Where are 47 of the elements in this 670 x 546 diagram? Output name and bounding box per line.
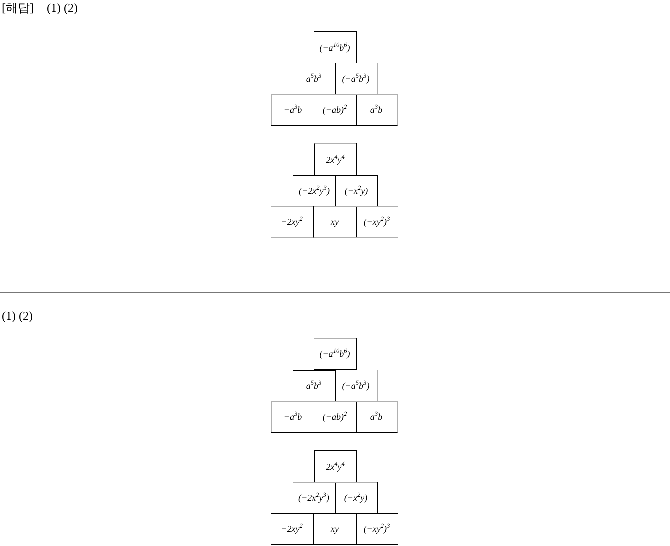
expression-text: −a$^{3}$b [284,412,302,422]
pyramid-cell [314,143,357,175]
expression-text: a$^{3}$b [370,412,383,422]
expression-text: (−2x$^{2}$y$^{3}$) [299,186,330,196]
pyramid-cell [293,482,336,513]
expression-text: 2x$^{4}$y$^{4}$ [326,462,345,472]
expression-text: 2x$^{4}$y$^{4}$ [326,154,345,164]
expression-text: (−ab)$^{2}$ [322,412,348,422]
expression-text: (−ab)$^{2}$ [322,105,348,115]
expression-text: −2xy$^{2}$ [281,217,303,227]
expression-text: (−xy$^{2}$)$^{3}$ [364,524,390,534]
pyramid-cell [314,206,357,238]
pyramid-cell [271,206,314,238]
expression-text: xy [331,524,339,534]
expression-text: (−a$^{5}$b$^{3}$) [342,74,370,84]
expression-text: (−xy$^{2}$)$^{3}$ [364,217,390,227]
pyramid-cell [335,175,378,206]
expression-text: (−x$^{2}$y) [344,493,368,503]
pyramid-cell [314,338,357,370]
expression-text: (−2x$^{2}$y$^{3}$) [298,493,330,503]
pyramid-cell [356,206,398,238]
expression-text: (−a$^{10}$b$^{6}$) [320,349,350,359]
expression-text: a$^{5}$b$^{3}$ [306,381,322,391]
expression-text: (−x$^{2}$y) [344,186,368,196]
problem-numbers: (1) (2) [47,1,78,15]
problem-numbers: (1) (2) [2,309,33,323]
pyramid-cell [356,513,398,545]
pyramid-cell [356,94,398,126]
pyramid-cell [314,94,357,126]
expression-text: −2xy$^{2}$ [281,524,303,534]
pyramid-cell [314,401,357,433]
pyramid-cell [293,370,336,401]
expression-text: a$^{3}$b [370,105,383,115]
pyramid-cell [314,450,357,482]
expression-text: (−a$^{10}$b$^{6}$) [320,42,350,52]
pyramid-cell [271,94,314,126]
pyramid-cell [271,513,314,545]
pyramid-cell [335,482,378,513]
pyramid-cell [314,31,357,63]
pyramid-cell [356,401,398,433]
pyramid-cell [314,513,357,545]
expression-text: a$^{5}$b$^{3}$ [306,74,322,84]
answer-heading: [해답] [2,1,34,15]
expression-text: (−a$^{5}$b$^{3}$) [342,380,370,390]
pyramid-cell [271,401,314,433]
expression-text: xy [331,217,339,227]
expression-text: −a$^{3}$b [284,105,302,115]
